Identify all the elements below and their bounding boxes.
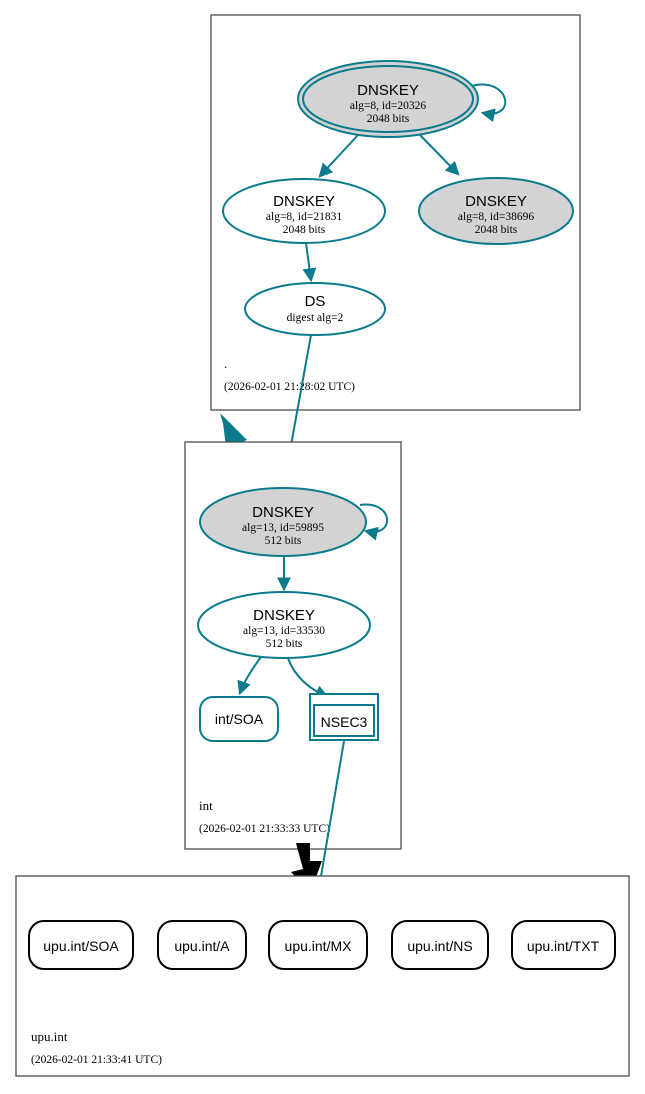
zone-upu-int[interactable]: upu.int/SOA upu.int/A upu.int/MX upu.int… (15, 875, 630, 1077)
node-upu-a[interactable]: upu.int/A (157, 920, 247, 970)
zone-root-timestamp: (2026-02-01 21:28:02 UTC) (224, 381, 355, 393)
node-upu-mx-label: upu.int/MX (285, 938, 353, 954)
node-upu-a-rect (157, 920, 247, 970)
node-root-ksk[interactable]: DNSKEY alg=8, id=20326 2048 bits (297, 60, 479, 138)
node-upu-mx[interactable]: upu.int/MX (268, 920, 368, 970)
node-root-zsk-21831-line2: alg=8, id=21831 (266, 211, 342, 223)
node-root-ksk-inner-ellipse (302, 65, 474, 133)
zone-upu-int-border (15, 875, 630, 1077)
node-upu-txt[interactable]: upu.int/TXT (511, 920, 616, 970)
edge-root-ksk-self-loop (470, 83, 507, 123)
edge-root-ksk-to-zsk38696 (419, 134, 460, 176)
node-upu-txt-label: upu.int/TXT (527, 938, 600, 954)
node-root-ksk-line3: 2048 bits (367, 113, 410, 125)
zone-root-label: . (224, 356, 227, 371)
node-upu-mx-rect (268, 920, 368, 970)
node-upu-txt-rect (511, 920, 616, 970)
node-int-soa-label: int/SOA (215, 711, 264, 727)
node-int-soa[interactable]: int/SOA (199, 696, 279, 742)
node-int-zsk[interactable]: DNSKEY alg=13, id=33530 512 bits (197, 591, 371, 659)
edge-nsec3-to-upu-int (312, 740, 345, 903)
node-root-zsk-21831-line3: 2048 bits (283, 224, 326, 236)
node-int-zsk-line2: alg=13, id=33530 (243, 625, 325, 637)
node-root-zsk-38696-line2: alg=8, id=38696 (458, 211, 534, 223)
node-upu-ns-rect (391, 920, 489, 970)
node-root-zsk-38696[interactable]: DNSKEY alg=8, id=38696 2048 bits (418, 177, 574, 245)
zone-root[interactable]: DNSKEY alg=8, id=20326 2048 bits DNSKEY … (210, 14, 581, 411)
node-int-nsec3[interactable]: NSEC3 (309, 693, 379, 741)
node-root-zsk-21831-title: DNSKEY (273, 193, 335, 210)
node-root-ds-ellipse (244, 282, 386, 336)
node-upu-ns[interactable]: upu.int/NS (391, 920, 489, 970)
edge-root-ksk-to-zsk21831 (318, 134, 359, 178)
edge-root-zsk-to-ds (302, 242, 317, 283)
node-int-zsk-title: DNSKEY (253, 607, 315, 624)
node-root-ds[interactable]: DS digest alg=2 (244, 282, 386, 336)
node-int-nsec3-inner-rect (313, 704, 375, 737)
edge-int-zsk-to-soa (237, 653, 264, 696)
node-int-ksk[interactable]: DNSKEY alg=13, id=59895 512 bits (199, 487, 367, 557)
node-root-ds-line2: digest alg=2 (287, 312, 344, 324)
node-int-ksk-title: DNSKEY (252, 504, 314, 521)
node-upu-soa-label: upu.int/SOA (43, 938, 119, 954)
node-root-zsk-21831[interactable]: DNSKEY alg=8, id=21831 2048 bits (222, 178, 386, 244)
node-root-ksk-title: DNSKEY (357, 82, 419, 99)
node-root-zsk-21831-ellipse (222, 178, 386, 244)
zone-upu-int-label: upu.int (31, 1029, 68, 1044)
node-int-zsk-ellipse (197, 591, 371, 659)
edge-int-ksk-self-loop (359, 503, 389, 541)
node-upu-soa[interactable]: upu.int/SOA (28, 920, 134, 970)
zone-int-label: int (199, 798, 213, 813)
node-int-nsec3-label: NSEC3 (321, 714, 368, 730)
node-upu-soa-rect (28, 920, 134, 970)
node-int-soa-rect (199, 696, 279, 742)
node-int-ksk-line3: 512 bits (265, 535, 302, 547)
node-root-zsk-38696-ellipse (418, 177, 574, 245)
zone-upu-int-timestamp: (2026-02-01 21:33:41 UTC) (31, 1054, 162, 1066)
node-int-zsk-line3: 512 bits (266, 638, 303, 650)
zone-int[interactable]: DNSKEY alg=13, id=59895 512 bits DNSKEY … (184, 441, 402, 850)
node-root-ksk-line2: alg=8, id=20326 (350, 100, 426, 112)
node-int-ksk-ellipse (199, 487, 367, 557)
node-upu-ns-label: upu.int/NS (407, 938, 472, 954)
node-root-ds-title: DS (305, 293, 326, 310)
node-root-zsk-38696-line3: 2048 bits (475, 224, 518, 236)
node-root-zsk-38696-title: DNSKEY (465, 193, 527, 210)
node-upu-a-label: upu.int/A (174, 938, 230, 954)
node-int-ksk-line2: alg=13, id=59895 (242, 522, 324, 534)
zone-int-timestamp: (2026-02-01 21:33:33 UTC) (199, 823, 330, 835)
